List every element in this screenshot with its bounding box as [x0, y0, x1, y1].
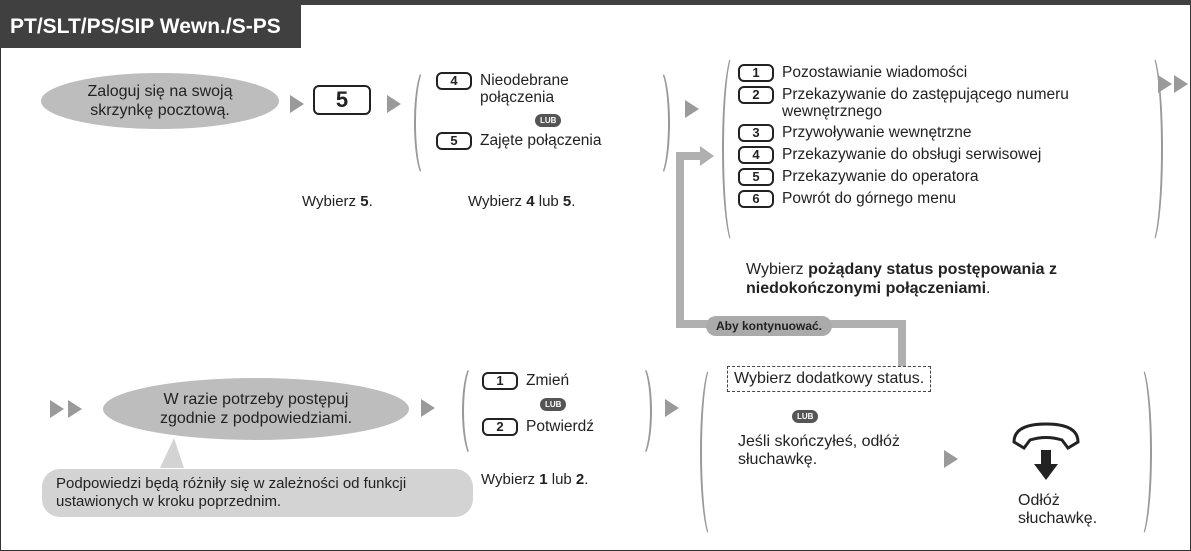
- arrow-right-icon: [665, 399, 679, 417]
- option-label: Przekazywanie do operatora: [782, 168, 979, 185]
- caption-text: .: [584, 471, 589, 488]
- caption-select-1-or-2: Wybierz 1 lub 2.: [481, 471, 588, 488]
- option-label: Nieodebrane połączenia: [480, 72, 569, 106]
- key-1: 1: [482, 372, 518, 390]
- option-change: 1 Zmień: [482, 372, 632, 390]
- arrow-right-icon: [700, 146, 714, 166]
- option-label: Pozostawianie wiadomości: [782, 64, 968, 81]
- option-missed-calls: 4 Nieodebrane połączenia: [436, 72, 646, 106]
- hang-up-handset-icon: [1010, 418, 1082, 486]
- caption-text: .: [986, 280, 991, 297]
- key-4: 4: [436, 72, 472, 90]
- key-5-label: 5: [313, 85, 371, 115]
- caption-text: Wybierz: [302, 193, 361, 210]
- bracket-left: [414, 68, 436, 178]
- option-1: 1 Pozostawianie wiadomości: [738, 64, 1158, 82]
- lub-badge: LUB: [535, 114, 562, 127]
- bracket-right: [1139, 52, 1163, 246]
- arrow-right-icon: [290, 95, 304, 113]
- prompt-note: Podpowiedzi będą różniły się w zależnośc…: [42, 469, 473, 517]
- caption-text: Wybierz: [481, 471, 540, 488]
- arrow-right-icon: [421, 399, 435, 417]
- option-4: 4 Przekazywanie do obsługi serwisowej: [738, 146, 1158, 164]
- option-label: Zajęte połączenia: [480, 132, 602, 149]
- option-6: 6 Powrót do górnego menu: [738, 190, 1158, 208]
- key-5-button: 5: [313, 85, 371, 115]
- caption-bold: pożądany status postępowania z niedokońc…: [746, 261, 1058, 297]
- option-3: 3 Przywoływanie wewnętrzne: [738, 124, 1158, 142]
- bracket-left: [722, 52, 746, 246]
- key-5: 5: [738, 168, 774, 186]
- caption-select-5: Wybierz 5.: [302, 193, 373, 210]
- option-label: Przekazywanie do obsługi serwisowej: [782, 146, 1042, 163]
- hang-up-label: Odłóż słuchawkę.: [1018, 492, 1098, 527]
- caption-bold: 1: [539, 471, 548, 488]
- arrow-right-icon: [944, 450, 958, 468]
- bracket-left: [700, 364, 724, 540]
- title-bar: [0, 0, 1191, 41]
- caption-text: Wybierz: [746, 261, 809, 278]
- arrow-right-icon: [1158, 75, 1172, 93]
- option-2: 2 Przekazywanie do zastępującego numeru w…: [738, 86, 1158, 120]
- option-label: Powrót do górnego menu: [782, 190, 957, 207]
- diagram-title: PT/SLT/PS/SIP Wewn./S-PS: [0, 0, 301, 48]
- caption-bold: 5: [360, 193, 369, 210]
- option-busy-calls: 5 Zajęte połączenia: [436, 132, 646, 150]
- continue-label: Aby kontynuować.: [706, 316, 833, 336]
- lub-badge: LUB: [540, 398, 567, 411]
- arrow-right-icon: [68, 400, 82, 418]
- option-label: Przywoływanie wewnętrzne: [782, 124, 972, 141]
- key-2: 2: [482, 418, 518, 436]
- group1-options: 4 Nieodebrane połączenia LUB 5 Zajęte po…: [436, 72, 646, 154]
- bracket-right: [648, 68, 670, 178]
- note-pointer: [160, 438, 184, 468]
- caption-bold: 4: [526, 193, 535, 210]
- caption-text: .: [368, 193, 373, 210]
- caption-bold: 2: [575, 471, 585, 488]
- arrow-right-icon: [387, 95, 401, 113]
- option-confirm: 2 Potwierdź: [482, 418, 632, 436]
- option-label: Zmień: [526, 372, 570, 389]
- login-bubble: Zaloguj się na swoją skrzynkę pocztową.: [41, 73, 279, 129]
- loop-line-top: [676, 152, 706, 160]
- lub-badge: LUB: [792, 410, 819, 423]
- prompt-bubble-text: W razie potrzeby postępuj zgodnie z podp…: [159, 391, 353, 427]
- key-5: 5: [436, 132, 472, 150]
- caption-bold: 5: [562, 193, 572, 210]
- caption-text: .: [571, 193, 576, 210]
- option-5: 5 Przekazywanie do operatora: [738, 168, 1158, 186]
- caption-select-status: Wybierz pożądany status postępowania z n…: [746, 260, 1166, 298]
- option-label: Potwierdź: [526, 418, 595, 435]
- group3-options: 1 Zmień LUB 2 Potwierdź: [482, 372, 632, 440]
- key-2: 2: [738, 86, 774, 104]
- caption-text: lub: [534, 193, 563, 210]
- additional-status-box: Wybierz dodatkowy status.: [727, 366, 932, 392]
- bracket-right: [630, 364, 652, 458]
- arrow-right-icon: [685, 100, 699, 118]
- key-3: 3: [738, 124, 774, 142]
- bracket-left: [462, 364, 484, 458]
- finished-text: Jeśli skończyłeś, odłóż słuchawkę.: [738, 433, 900, 468]
- key-6: 6: [738, 190, 774, 208]
- arrow-right-icon: [1174, 75, 1188, 93]
- option-label: Przekazywanie do zastępującego numeru we…: [782, 86, 1069, 120]
- arrow-right-icon: [50, 400, 64, 418]
- loop-line-riser: [898, 320, 906, 366]
- login-bubble-text: Zaloguj się na swoją skrzynkę pocztową.: [87, 83, 233, 119]
- key-4: 4: [738, 146, 774, 164]
- caption-select-4-or-5: Wybierz 4 lub 5.: [468, 193, 575, 210]
- key-1: 1: [738, 64, 774, 82]
- prompt-bubble: W razie potrzeby postępuj zgodnie z podp…: [103, 378, 409, 440]
- loop-line-vertical: [676, 152, 684, 328]
- caption-text: lub: [547, 471, 576, 488]
- caption-text: Wybierz: [468, 193, 527, 210]
- bracket-right: [1128, 364, 1152, 540]
